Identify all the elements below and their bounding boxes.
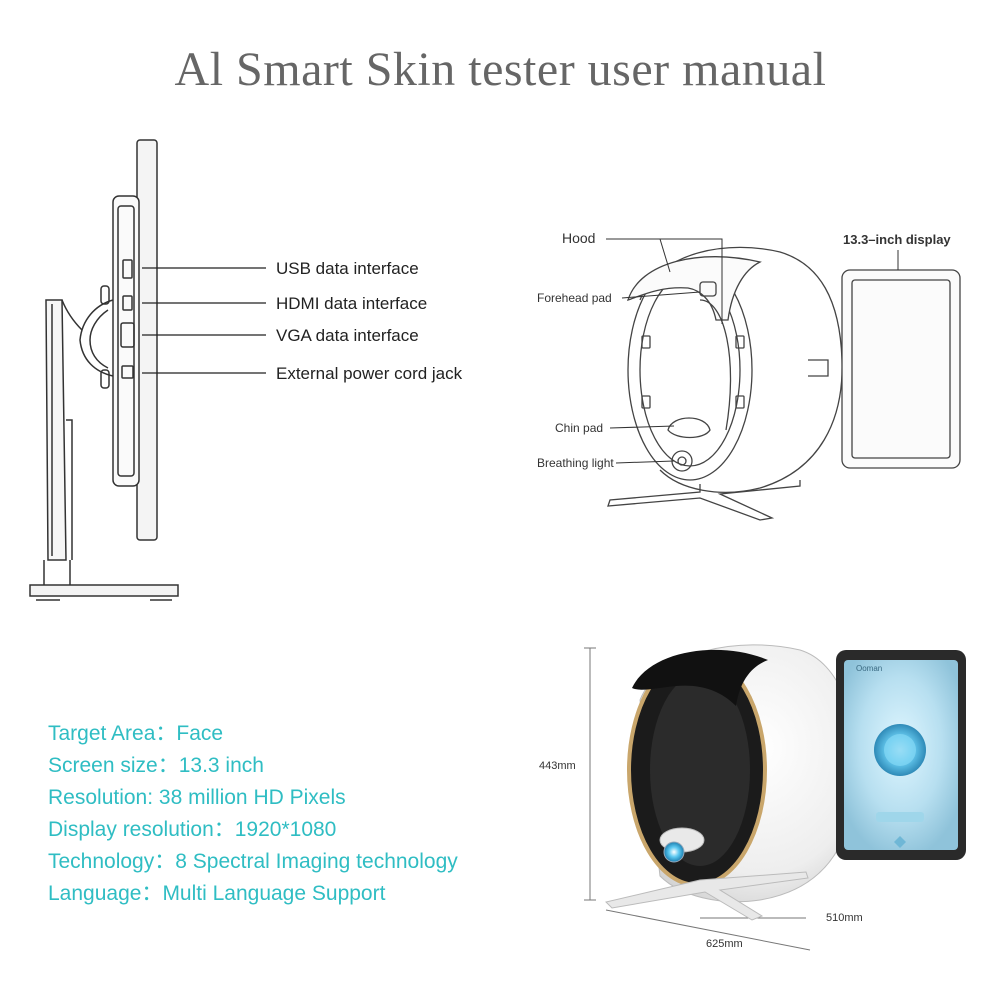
spec-value: Multi Language Support bbox=[162, 882, 386, 905]
spec-language: Language：Multi Language Support bbox=[48, 878, 458, 910]
vga-interface-label: VGA data interface bbox=[276, 326, 419, 345]
spec-value: Face bbox=[176, 722, 224, 745]
spec-screen-size: Screen size：13.3 inch bbox=[48, 750, 458, 782]
forehead-pad-label: Forehead pad bbox=[537, 291, 612, 305]
power-jack-icon bbox=[121, 365, 134, 379]
spec-list: Target Area：Face Screen size：13.3 inch R… bbox=[48, 718, 458, 910]
width-dimension-label: 625mm bbox=[706, 938, 743, 950]
breathing-light-label: Breathing light bbox=[537, 456, 614, 470]
spec-key: Display resolution： bbox=[48, 818, 235, 841]
page-title: Al Smart Skin tester user manual bbox=[174, 43, 827, 96]
spec-value: 38 million HD Pixels bbox=[158, 786, 346, 809]
spec-value: 1920*1080 bbox=[234, 818, 337, 841]
usb-port-icon bbox=[122, 259, 133, 279]
power-jack-label: External power cord jack bbox=[276, 364, 463, 383]
spec-target-area: Target Area：Face bbox=[48, 718, 458, 750]
chin-pad-label: Chin pad bbox=[555, 421, 604, 435]
spec-technology: Technology：8 Spectral Imaging technology bbox=[48, 846, 458, 878]
depth-dimension-label: 510mm bbox=[826, 912, 863, 924]
display-label: 13.3–inch display bbox=[843, 232, 951, 247]
spec-value: 8 Spectral Imaging technology bbox=[175, 850, 458, 873]
vga-port-icon bbox=[120, 322, 135, 348]
spec-key: Technology： bbox=[48, 850, 176, 873]
hdmi-interface-label: HDMI data interface bbox=[276, 294, 428, 313]
spec-value: 13.3 inch bbox=[178, 754, 264, 777]
hdmi-port-icon bbox=[122, 295, 133, 311]
spec-key: Language： bbox=[48, 882, 163, 905]
tablet-brand-text: Ooman bbox=[856, 664, 883, 673]
spec-resolution: Resolution: 38 million HD Pixels bbox=[48, 782, 458, 814]
spec-display-resolution: Display resolution：1920*1080 bbox=[48, 814, 458, 846]
hood-label: Hood bbox=[562, 230, 596, 246]
usb-interface-label: USB data interface bbox=[276, 259, 419, 278]
spec-key: Screen size： bbox=[48, 754, 179, 777]
spec-key: Resolution: bbox=[48, 786, 159, 809]
height-dimension-label: 443mm bbox=[539, 760, 576, 772]
spec-key: Target Area： bbox=[48, 722, 177, 745]
